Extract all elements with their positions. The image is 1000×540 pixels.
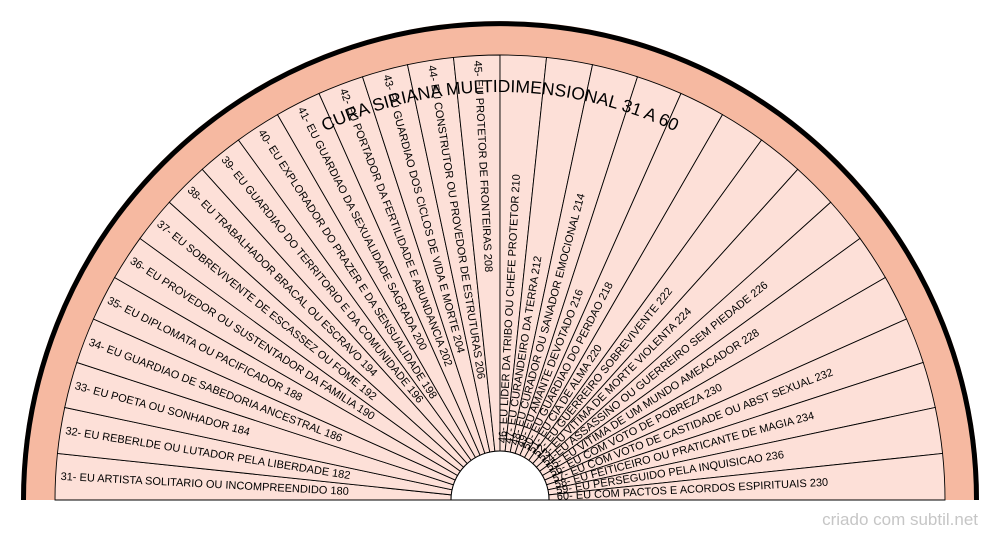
center-hub <box>450 450 550 501</box>
credit-text: criado com subtil.net <box>822 510 978 529</box>
outer-rim <box>21 21 979 501</box>
sector-group <box>54 54 946 501</box>
